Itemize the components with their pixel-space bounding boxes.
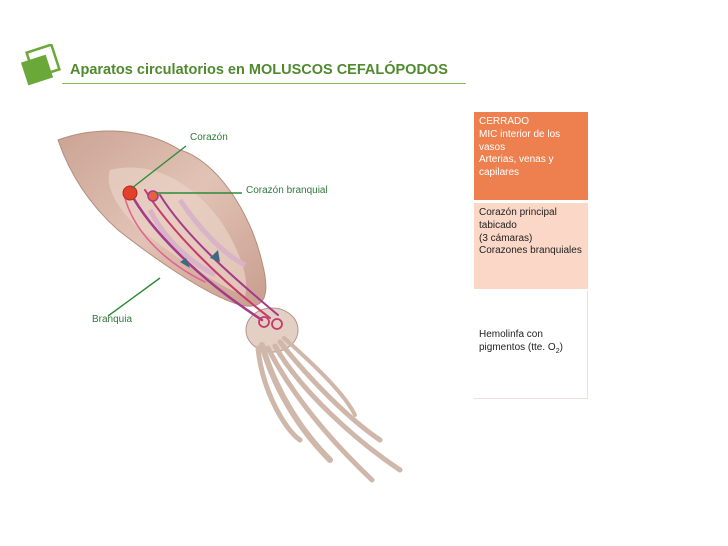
panel-cerrado-line1: CERRADO [479,116,530,127]
panel-corazon-line2: (3 cámaras) [479,232,533,244]
pointer-branquia [107,277,161,317]
head-vessel-loop-2 [271,318,283,330]
label-branquia: Branquia [92,314,133,325]
panel-corazon-line1: Corazón principal tabicado [479,207,557,231]
flow-arrow-1 [180,258,190,268]
panel-cerrado: CERRADO MIC interior de los vasos Arteri… [474,112,588,200]
panel-corazon: Corazón principal tabicado (3 cámaras) C… [474,203,588,289]
panel-hemolinfa: Hemolinfa con pigmentos (tte. O2) [474,291,588,399]
label-corazon-branquial: Corazón branquial [246,185,328,196]
title-underline [62,83,466,84]
label-corazon: Corazón [190,132,228,143]
hemolinfa-tail: ) [559,341,563,353]
panel-cerrado-line3: Arterias, venas y capilares [479,154,554,179]
hemolinfa-sub: 2 [555,347,560,355]
page-title: Aparatos circulatorios en MOLUSCOS CEFAL… [70,62,448,78]
pointer-corazon [131,145,187,189]
branchial-heart [147,190,159,202]
head-vessel-loop-1 [258,316,270,328]
gill-left [147,208,217,278]
gill-right [177,198,247,268]
tentacles [255,336,403,483]
logo-icon [20,44,61,86]
panel-cerrado-line2: MIC interior de los vasos [479,128,561,153]
hemolinfa-main: Hemolinfa con pigmentos (tte. O [479,329,556,353]
panel-corazon-line3: Corazones branquiales [479,245,582,257]
flow-arrow-2 [210,250,220,262]
main-heart [122,185,138,201]
panel-hemolinfa-text: Hemolinfa con pigmentos (tte. O2) [479,329,582,359]
blood-vessels [124,189,279,322]
